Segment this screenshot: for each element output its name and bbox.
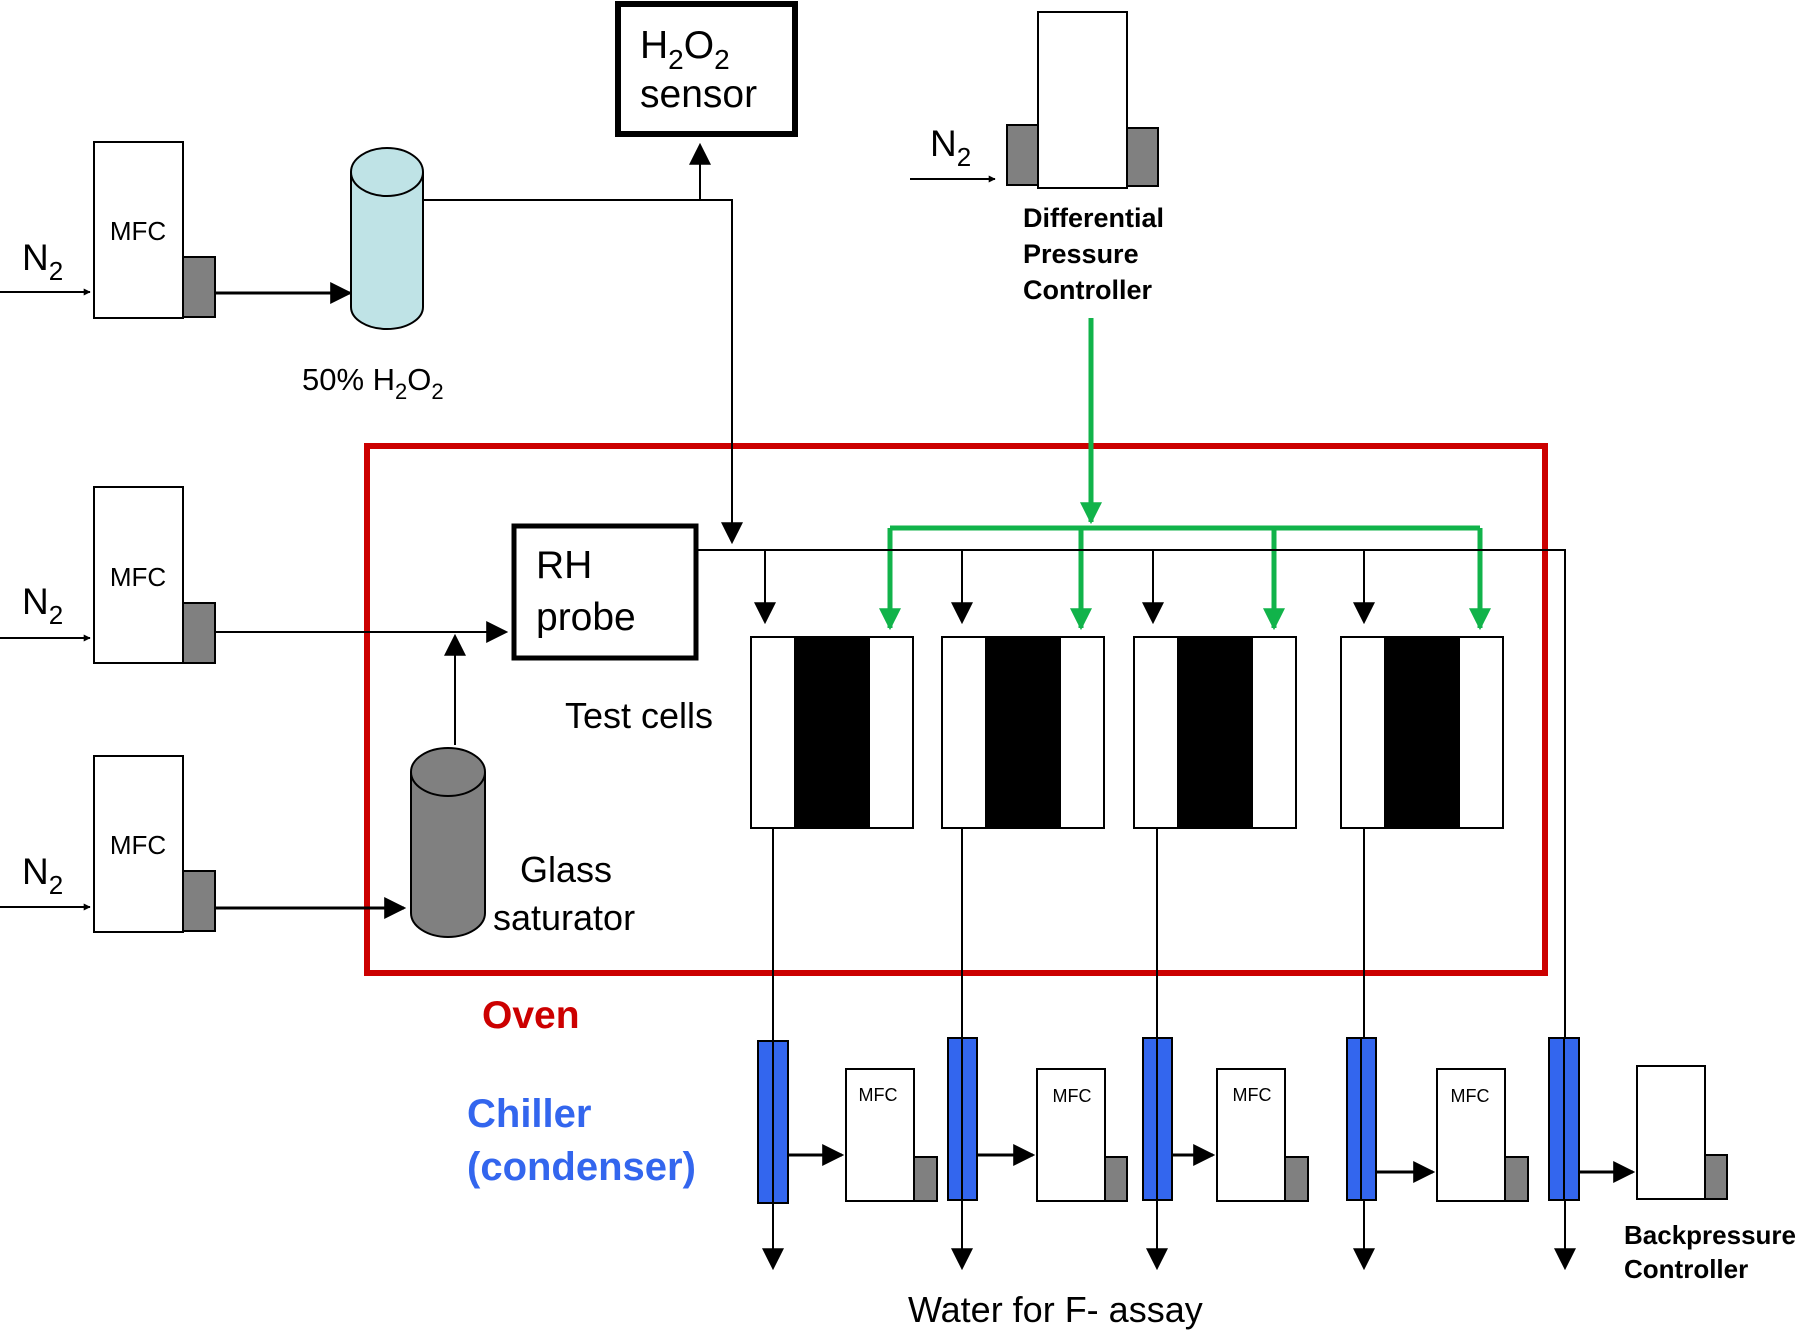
h2o2-reservoir bbox=[350, 147, 424, 330]
outlet-mfc-4 bbox=[1436, 1068, 1529, 1202]
bpc-label-line1: Backpressure bbox=[1624, 1220, 1796, 1250]
outlet-mfc-2 bbox=[1036, 1068, 1128, 1202]
outlet-mfc-1 bbox=[845, 1068, 938, 1202]
n2-label-1: N2 bbox=[22, 237, 63, 286]
oven-label: Oven bbox=[482, 994, 580, 1037]
test-cells-label: Test cells bbox=[565, 695, 713, 736]
differential-pressure-lines bbox=[879, 318, 1491, 631]
differential-pressure-controller bbox=[910, 11, 1159, 189]
bpc-label-line2: Controller bbox=[1624, 1254, 1748, 1284]
mfc-3-valve bbox=[182, 870, 216, 932]
glass-saturator bbox=[410, 747, 486, 938]
glass-saturator-label-line1: Glass bbox=[520, 849, 612, 890]
h2o2-sensor bbox=[615, 1, 798, 137]
n2-label-3: N2 bbox=[22, 851, 63, 900]
dpc-label-line2: Pressure bbox=[1023, 239, 1139, 269]
test-cell-2 bbox=[941, 636, 1105, 829]
outlet-mfc-1-label: MFC bbox=[859, 1085, 898, 1105]
mfc-2-valve bbox=[182, 602, 216, 664]
mfc-1-label: MFC bbox=[110, 216, 166, 246]
mfc-1-valve bbox=[182, 256, 216, 318]
oven-boundary bbox=[364, 443, 1548, 976]
test-cell-3 bbox=[1133, 636, 1297, 829]
chiller-label-line2: (condenser) bbox=[467, 1145, 696, 1189]
outlet-mfc-3-label: MFC bbox=[1233, 1085, 1272, 1105]
chiller-label-line1: Chiller bbox=[467, 1092, 591, 1136]
mfc-3 bbox=[0, 755, 216, 933]
mfc-2 bbox=[0, 486, 216, 664]
mfc-3-label: MFC bbox=[110, 830, 166, 860]
rh-probe-label-line1: RH bbox=[536, 544, 592, 587]
rh-probe-label-line2: probe bbox=[536, 596, 636, 639]
mfc-2-label: MFC bbox=[110, 562, 166, 592]
outlet-mfc-3 bbox=[1216, 1068, 1309, 1202]
n2-label-4: N2 bbox=[930, 123, 971, 172]
h2o2-sensor-label-line1: H2O2 bbox=[640, 24, 730, 75]
h2o2-sensor-label-line2: sensor bbox=[640, 73, 757, 116]
dpc-label-line3: Controller bbox=[1023, 275, 1152, 305]
rh-probe bbox=[511, 523, 699, 661]
glass-saturator-label-line2: saturator bbox=[493, 897, 635, 938]
backpressure-controller bbox=[1636, 1065, 1728, 1200]
dpc-label-line1: Differential bbox=[1023, 203, 1164, 233]
outlet-mfc-4-label: MFC bbox=[1451, 1086, 1490, 1106]
water-label: Water for F- assay bbox=[908, 1289, 1203, 1330]
mfc-1 bbox=[0, 141, 216, 319]
h2o2-reservoir-label: 50% H2O2 bbox=[302, 362, 444, 404]
outlet-mfc-2-label: MFC bbox=[1053, 1086, 1092, 1106]
test-cell-4 bbox=[1340, 636, 1504, 829]
n2-label-2: N2 bbox=[22, 581, 63, 630]
test-cell-1 bbox=[750, 636, 914, 829]
